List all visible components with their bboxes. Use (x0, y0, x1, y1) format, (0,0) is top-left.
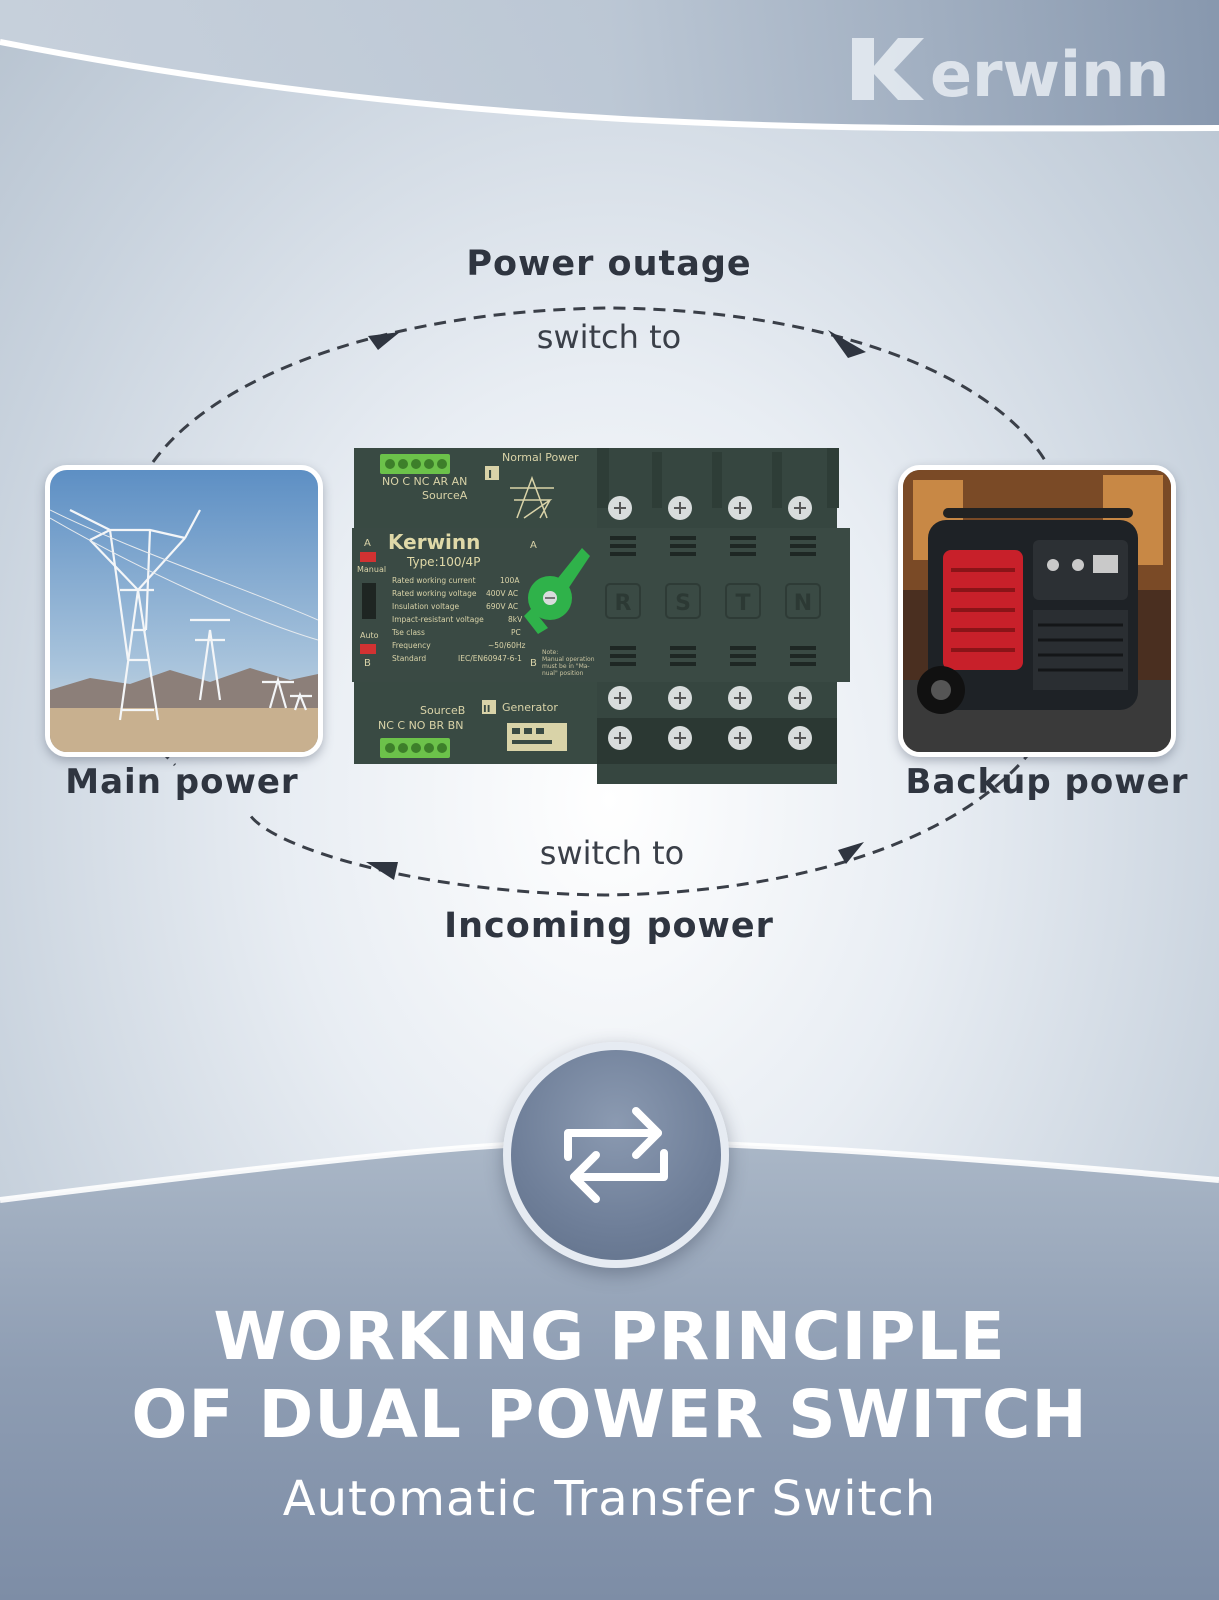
bottom-screw-rows (597, 686, 837, 764)
normal-power-label: Normal Power (502, 451, 579, 464)
handle-b-label: B (530, 658, 537, 669)
generator-illustration (903, 470, 1171, 752)
spec-table: Rated working current 100A Rated working … (391, 576, 526, 663)
svg-text:~50/60Hz: ~50/60Hz (488, 641, 526, 650)
transmission-tower-illustration (50, 470, 318, 752)
manual-label: Manual (357, 565, 386, 574)
indicator-a-label: A (364, 538, 371, 549)
svg-text:Manual operation: Manual operation (542, 656, 595, 663)
phase-r: R (615, 591, 632, 616)
main-title: WORKING PRINCIPLE OF DUAL POWER SWITCH (0, 1298, 1219, 1454)
main-power-photo (45, 465, 323, 757)
kerwinn-logo: erwinn (852, 38, 1169, 108)
transfer-cycle-arrows (151, 306, 1048, 897)
top-screw-row (608, 496, 812, 520)
svg-text:100A: 100A (500, 576, 520, 585)
auto-label: Auto (360, 631, 379, 640)
source-b-label: SourceB (420, 704, 465, 717)
dual-power-switch-device: NO C NC AR AN SourceA I Normal Power A M… (352, 448, 850, 784)
svg-text:erwinn: erwinn (930, 38, 1169, 108)
phase-n: N (794, 591, 812, 616)
svg-text:Note:: Note: (542, 649, 558, 656)
handle-a-label: A (530, 540, 537, 551)
generator-symbol-icon (507, 723, 567, 751)
main-power-label: Main power (65, 762, 299, 802)
pylon-icon (510, 475, 554, 519)
switch-to-label-top: switch to (536, 318, 682, 356)
incoming-power-label: Incoming power (444, 906, 774, 946)
svg-text:Rated working voltage: Rated working voltage (392, 589, 477, 598)
terminals-a-label: NO C NC AR AN (382, 475, 467, 488)
transfer-handle[interactable] (524, 548, 590, 634)
terminals-b-label: NC C NO BR BN (378, 719, 463, 732)
power-outage-label: Power outage (466, 244, 752, 284)
swap-arrows-icon (564, 1107, 668, 1203)
svg-text:must be in "Ma-: must be in "Ma- (542, 663, 590, 670)
svg-text:400V AC: 400V AC (486, 589, 518, 598)
svg-text:nual" position: nual" position (542, 670, 584, 677)
phase-t: T (735, 591, 750, 616)
main-title-line-1: WORKING PRINCIPLE (213, 1298, 1006, 1375)
roman-two: II (483, 704, 490, 715)
svg-text:8kV: 8kV (508, 615, 523, 624)
swap-circle (503, 1042, 729, 1268)
device-type: Type:100/4P (406, 555, 480, 569)
roman-one: I (488, 468, 492, 481)
indicator-b-label: B (364, 658, 371, 669)
svg-text:Rated working current: Rated working current (392, 576, 476, 585)
generator-label: Generator (502, 701, 558, 714)
device-brand: Kerwinn (388, 530, 480, 554)
backup-power-label: Backup power (905, 762, 1189, 802)
phase-s: S (675, 591, 691, 616)
backup-power-photo (898, 465, 1176, 757)
main-title-line-2: OF DUAL POWER SWITCH (131, 1376, 1088, 1453)
svg-text:Frequency: Frequency (392, 641, 431, 650)
svg-text:Tse class: Tse class (391, 628, 425, 637)
source-a-label: SourceA (422, 489, 468, 502)
svg-text:Standard: Standard (392, 654, 426, 663)
svg-text:Impact-resistant voltage: Impact-resistant voltage (392, 615, 484, 624)
operation-note: Note: Manual operation must be in "Ma- n… (542, 649, 595, 677)
svg-text:PC: PC (511, 628, 521, 637)
subtitle: Automatic Transfer Switch (282, 1471, 937, 1527)
svg-text:Insulation voltage: Insulation voltage (392, 602, 459, 611)
switch-to-label-bottom: switch to (539, 834, 685, 872)
svg-text:IEC/EN60947-6-1: IEC/EN60947-6-1 (458, 654, 522, 663)
svg-text:690V AC: 690V AC (486, 602, 518, 611)
